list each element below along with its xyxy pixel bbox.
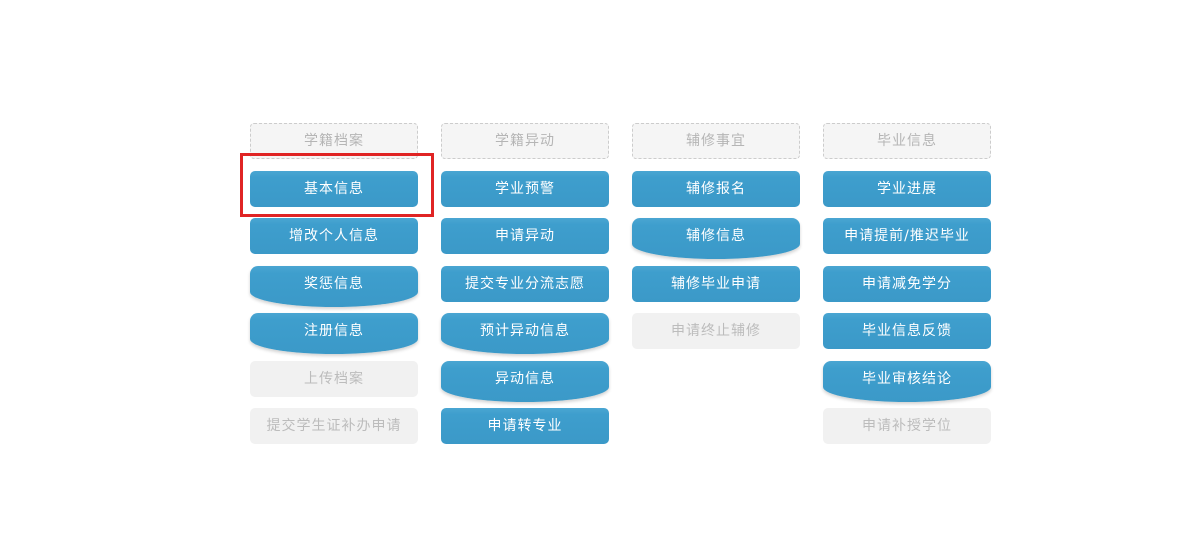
button-academic-progress[interactable]: 学业进展 — [823, 170, 991, 207]
button-basic-info[interactable]: 基本信息 — [250, 170, 418, 207]
button-edit-personal-info[interactable]: 增改个人信息 — [250, 218, 418, 254]
column-graduation-info: 毕业信息 学业进展 申请提前/推迟毕业 申请减免学分 毕业信息反馈 毕业审核结论… — [823, 123, 991, 444]
button-terminate-minor-apply[interactable]: 申请终止辅修 — [632, 313, 800, 349]
button-major-diversion-preference[interactable]: 提交专业分流志愿 — [441, 265, 609, 302]
column-status-change: 学籍异动 学业预警 申请异动 提交专业分流志愿 预计异动信息 异动信息 申请转专… — [441, 123, 609, 444]
student-menu-grid: 学籍档案 基本信息 增改个人信息 奖惩信息 注册信息 上传档案 提交学生证补办申… — [250, 123, 991, 444]
column-header-minor-affairs: 辅修事宜 — [632, 123, 800, 159]
button-expected-change-info[interactable]: 预计异动信息 — [441, 313, 609, 354]
button-minor-graduation-apply[interactable]: 辅修毕业申请 — [632, 265, 800, 302]
button-apply-early-delayed-graduation[interactable]: 申请提前/推迟毕业 — [823, 218, 991, 254]
button-upload-archive[interactable]: 上传档案 — [250, 360, 418, 397]
button-apply-major-transfer[interactable]: 申请转专业 — [441, 408, 609, 444]
button-apply-supplementary-degree[interactable]: 申请补授学位 — [823, 408, 991, 444]
column-header-student-archive: 学籍档案 — [250, 123, 418, 159]
button-minor-registration[interactable]: 辅修报名 — [632, 170, 800, 207]
button-academic-warning[interactable]: 学业预警 — [441, 170, 609, 207]
column-header-status-change: 学籍异动 — [441, 123, 609, 159]
button-change-info[interactable]: 异动信息 — [441, 360, 609, 402]
button-apply-status-change[interactable]: 申请异动 — [441, 218, 609, 254]
button-student-card-reissue-apply[interactable]: 提交学生证补办申请 — [250, 408, 418, 444]
button-rewards-punishments-info[interactable]: 奖惩信息 — [250, 265, 418, 307]
column-header-graduation-info: 毕业信息 — [823, 123, 991, 159]
column-student-archive: 学籍档案 基本信息 增改个人信息 奖惩信息 注册信息 上传档案 提交学生证补办申… — [250, 123, 418, 444]
button-graduation-info-feedback[interactable]: 毕业信息反馈 — [823, 313, 991, 349]
column-minor-affairs: 辅修事宜 辅修报名 辅修信息 辅修毕业申请 申请终止辅修 — [632, 123, 800, 444]
button-minor-info[interactable]: 辅修信息 — [632, 218, 800, 259]
button-registration-info[interactable]: 注册信息 — [250, 313, 418, 354]
button-apply-credit-exemption[interactable]: 申请减免学分 — [823, 265, 991, 302]
button-graduation-review-conclusion[interactable]: 毕业审核结论 — [823, 360, 991, 402]
